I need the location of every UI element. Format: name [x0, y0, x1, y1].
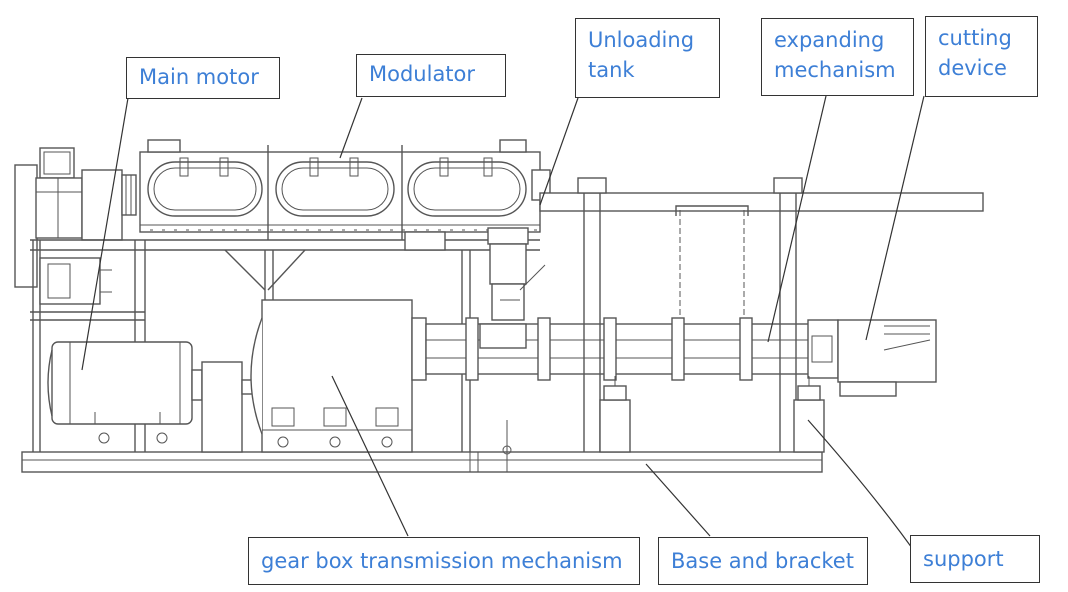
- leader-base-and-bracket: [645, 463, 711, 537]
- label-gear-box-text: gear box transmission mechanism: [261, 549, 623, 573]
- leader-support: [807, 419, 913, 549]
- gear-box-body: [250, 299, 427, 453]
- label-expanding-mechanism-line2: mechanism: [774, 58, 896, 82]
- label-main-motor: Main motor: [126, 57, 280, 99]
- left-frame: [14, 147, 540, 452]
- label-expanding-mechanism-line1: expanding: [774, 28, 885, 52]
- support-body: [599, 376, 825, 453]
- label-cutting-device-line1: cutting: [938, 26, 1012, 50]
- base-frame: [21, 420, 823, 473]
- leader-unloading-tank: [539, 97, 579, 206]
- label-main-motor-text: Main motor: [139, 65, 259, 89]
- label-support-text: support: [923, 547, 1004, 571]
- label-unloading-tank-line2: tank: [588, 58, 635, 82]
- barrel: [425, 317, 811, 381]
- overhead-beam: [539, 177, 984, 452]
- label-unloading-tank: Unloading tank: [575, 18, 720, 98]
- label-modulator: Modulator: [356, 54, 506, 97]
- label-base-and-bracket-text: Base and bracket: [671, 549, 854, 573]
- leader-modulator: [339, 97, 363, 159]
- leader-cutting-device: [865, 95, 925, 341]
- label-cutting-device: cutting device: [925, 16, 1038, 97]
- label-expanding-mechanism: expanding mechanism: [761, 18, 914, 96]
- label-unloading-tank-line1: Unloading: [588, 28, 695, 52]
- label-gear-box: gear box transmission mechanism: [248, 537, 640, 585]
- modulator-body: [139, 139, 551, 452]
- main-motor-body: [47, 341, 263, 453]
- label-base-and-bracket: Base and bracket: [658, 537, 868, 585]
- cutting-device-body: [807, 319, 937, 397]
- leader-main-motor: [81, 97, 129, 371]
- label-support: support: [910, 535, 1040, 583]
- leader-expanding-mechanism: [767, 95, 827, 343]
- leader-lines: [81, 95, 925, 549]
- leader-gear-box: [331, 375, 409, 537]
- label-cutting-device-line2: device: [938, 56, 1007, 80]
- unloading-tank-body: [487, 227, 546, 321]
- label-modulator-text: Modulator: [369, 62, 476, 86]
